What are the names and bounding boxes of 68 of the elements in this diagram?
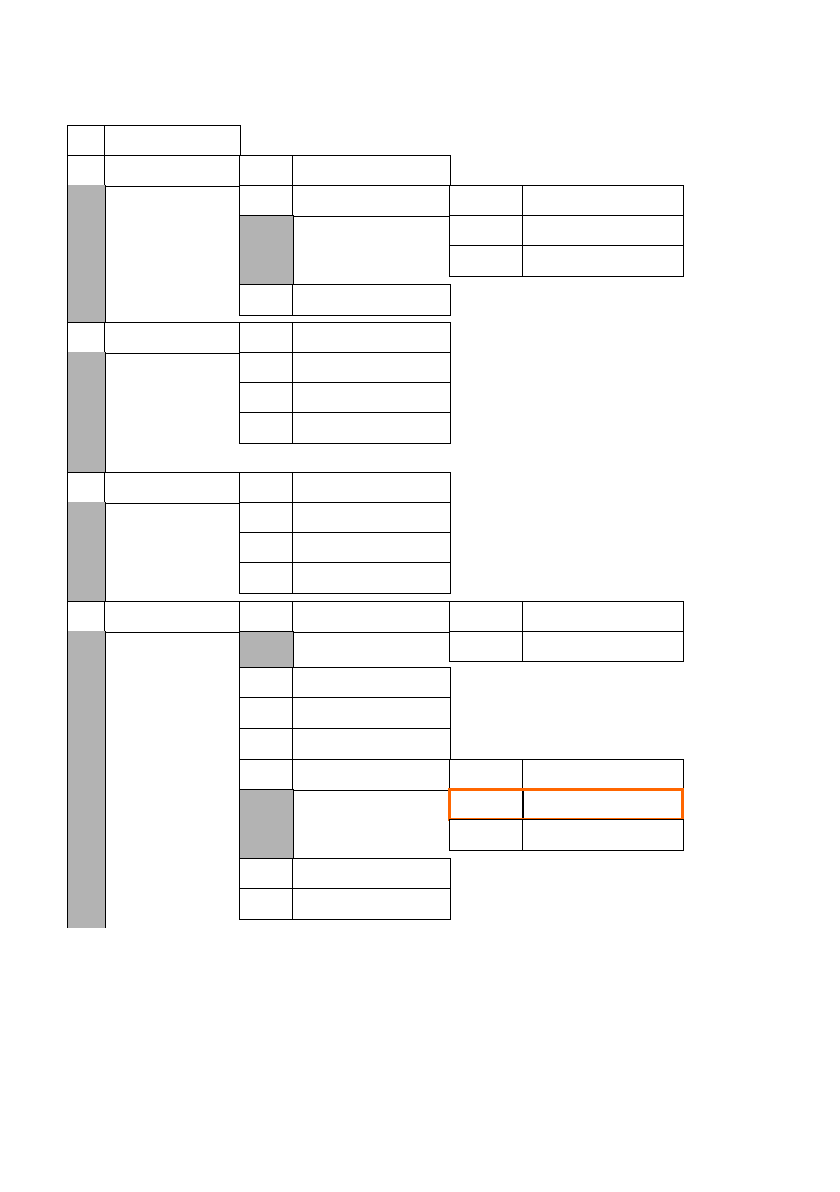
index-cell [67,601,106,633]
index-cell [67,155,106,187]
shaded-index-cell [239,631,294,669]
index-cell [67,472,106,504]
index-cell [239,697,294,730]
entry-cell [292,697,451,730]
entry-cell [522,215,684,247]
shaded-column-bar [67,352,106,474]
entry-cell [292,502,451,534]
index-cell [239,858,294,890]
entry-cell [292,728,451,761]
index-cell [449,759,524,791]
entry-cell [292,185,451,217]
index-cell [239,382,294,414]
entry-cell [292,412,451,444]
index-cell [239,502,294,534]
index-cell [67,322,106,354]
entry-cell [104,472,241,504]
index-cell [449,631,524,662]
shaded-column-bar [67,502,106,603]
index-cell [67,125,106,157]
entry-cell [104,155,241,187]
index-cell [239,155,294,187]
index-cell [449,819,524,851]
index-cell [239,728,294,761]
index-cell [239,562,294,594]
entry-cell [104,322,241,354]
highlighted-row [448,788,684,821]
entry-cell [292,667,451,699]
index-cell [239,472,294,504]
entry-cell [292,888,451,920]
entry-cell [522,759,684,791]
index-cell [449,185,524,217]
index-cell [239,888,294,920]
index-cell [239,284,294,316]
shaded-column-bar [67,185,106,324]
entry-cell [522,185,684,217]
index-cell [239,185,294,217]
index-cell [449,245,524,277]
entry-cell [292,284,451,316]
shaded-index-cell [239,789,294,860]
index-cell [239,352,294,384]
index-cell [239,759,294,791]
entry-cell [292,759,451,791]
index-cell [239,667,294,699]
index-cell [239,412,294,444]
index-cell [449,215,524,247]
entry-cell [292,472,451,504]
index-cell [239,601,294,633]
entry-cell [292,352,451,384]
entry-cell [292,601,451,633]
shaded-column-bar [67,631,106,928]
entry-cell [292,858,451,890]
entry-cell [522,819,684,851]
entry-cell [292,155,451,187]
entry-cell [292,382,451,414]
entry-cell [104,125,241,157]
entry-cell [522,631,684,662]
entry-cell [522,601,684,633]
entry-cell [292,562,451,594]
index-cell [449,601,524,633]
index-cell [239,322,294,354]
entry-cell [522,245,684,277]
shaded-index-cell [239,215,294,286]
entry-cell [292,532,451,564]
entry-cell [292,322,451,354]
entry-cell [104,601,241,633]
index-cell [239,532,294,564]
